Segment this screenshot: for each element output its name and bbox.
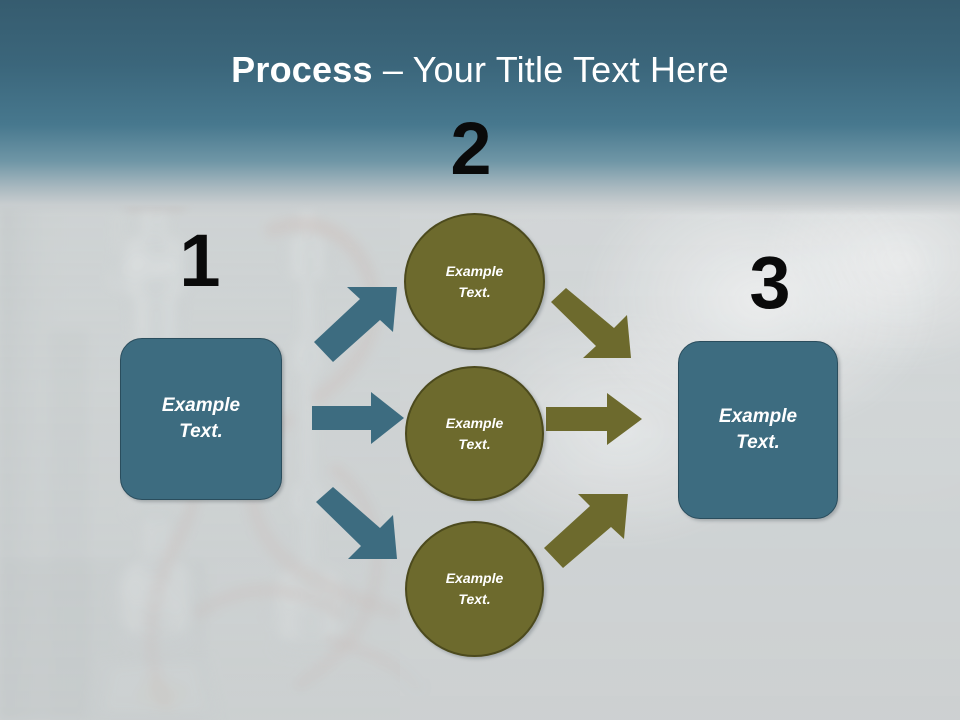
stage-one-box[interactable]: Example Text. (120, 338, 282, 500)
step-number-3: 3 (749, 241, 791, 324)
arrow-circle-bottom-to-box (544, 494, 628, 568)
stage-two-circle-bottom[interactable]: Example Text. (405, 521, 544, 657)
page-title: Process – Your Title Text Here (0, 48, 960, 92)
arrow-circle-mid-to-box (546, 393, 642, 445)
stage-two-circle-bottom-label: Example Text. (445, 570, 504, 607)
stage-two-circle-middle[interactable]: Example Text. (405, 366, 544, 501)
header-gradient-band (0, 0, 960, 215)
stage-three-box[interactable]: Example Text. (678, 341, 838, 519)
step-number-1: 1 (179, 219, 221, 302)
stage-three-box-label: Example Text. (718, 406, 798, 453)
arrow-box-to-circle-bottom (316, 487, 397, 559)
page-title-bold: Process (231, 49, 373, 90)
step-number-2: 2 (450, 107, 492, 190)
arrow-box-to-circle-mid (312, 392, 404, 444)
stage-two-circle-middle-label: Example Text. (445, 414, 504, 452)
stage-one-box-label: Example Text. (161, 395, 241, 442)
arrow-box-to-circle-top (314, 287, 397, 362)
stage-two-circle-top[interactable]: Example Text. (404, 213, 545, 350)
page-title-light: – Your Title Text Here (372, 49, 729, 90)
stage-two-circle-top-label: Example Text. (445, 262, 504, 300)
arrow-circle-top-to-box (551, 288, 631, 358)
